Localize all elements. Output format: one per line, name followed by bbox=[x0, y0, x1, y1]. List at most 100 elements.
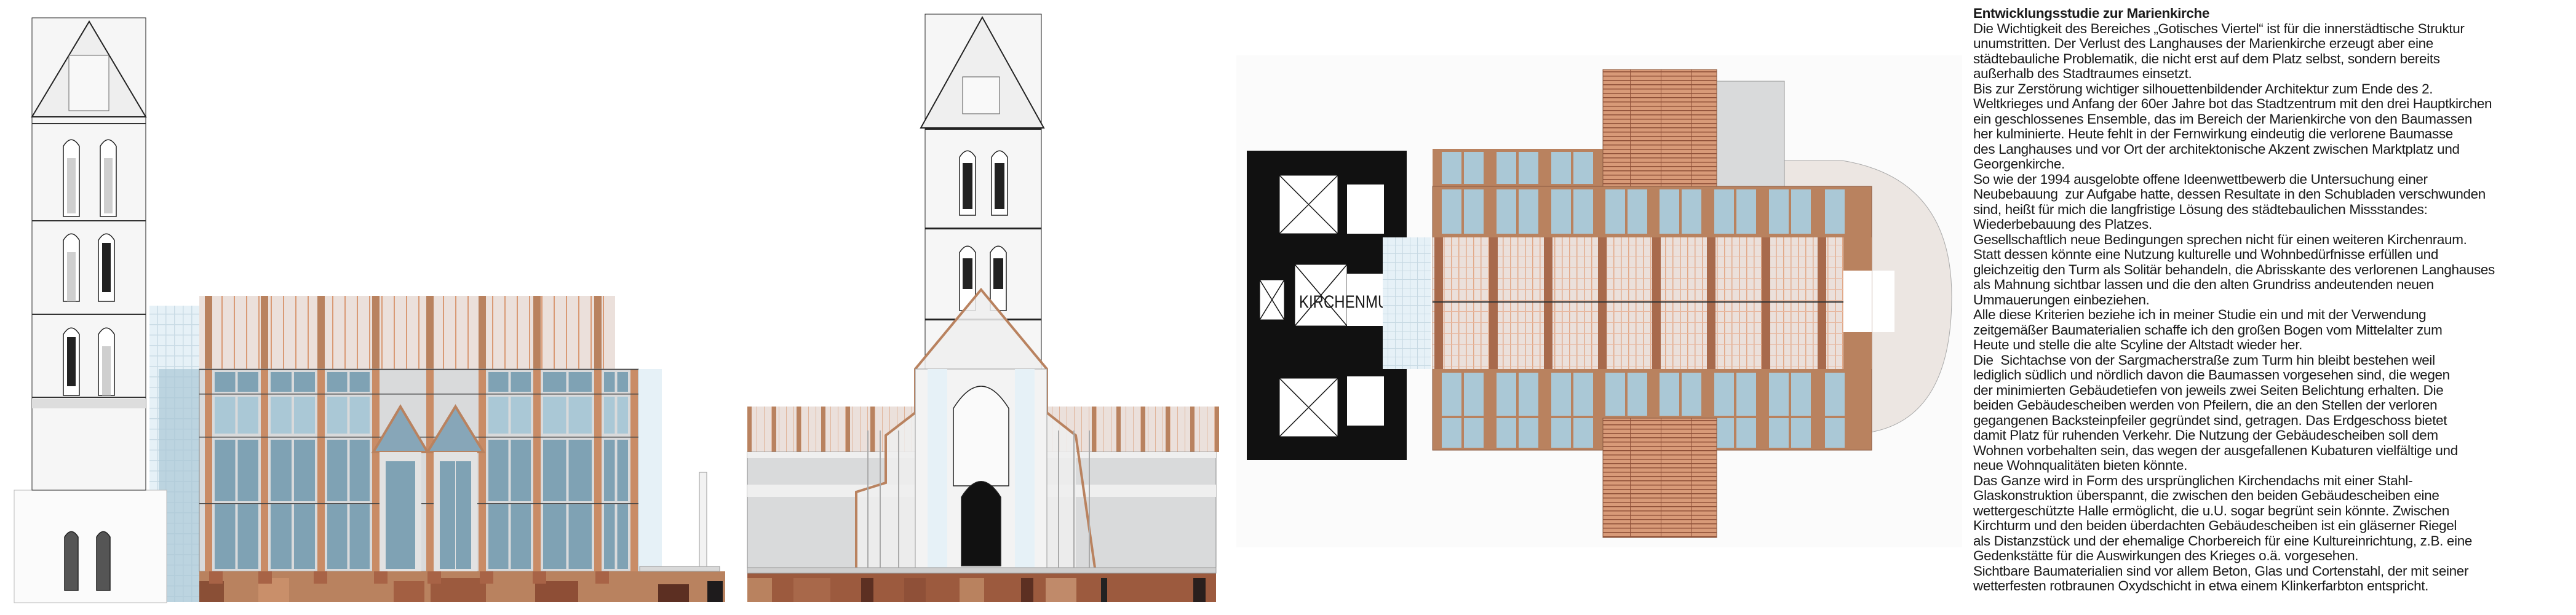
window-pane bbox=[237, 440, 258, 501]
roof-rib bbox=[554, 296, 555, 369]
roof-rib bbox=[234, 296, 235, 369]
window-pane bbox=[1628, 189, 1647, 234]
roof-pier bbox=[317, 296, 325, 369]
transept-line bbox=[1630, 69, 1631, 186]
plinth-block bbox=[535, 581, 578, 602]
roof-pier bbox=[1116, 407, 1121, 452]
window-pane bbox=[543, 397, 566, 434]
paragraph-line: städtebauliche Problematik, die nicht er… bbox=[1973, 50, 2440, 66]
transept-line bbox=[1603, 149, 1717, 150]
nave-rib bbox=[1510, 237, 1511, 369]
nave-rib bbox=[1776, 237, 1777, 369]
entrance-glass bbox=[400, 461, 415, 569]
tower-window-opening bbox=[995, 163, 1004, 209]
roof-pier bbox=[797, 407, 801, 452]
roof-rib bbox=[882, 407, 883, 452]
pier-footing bbox=[209, 571, 223, 584]
window-pane bbox=[543, 372, 566, 392]
window-pane bbox=[215, 397, 236, 434]
roof-rib bbox=[1103, 407, 1104, 452]
window-pane bbox=[1551, 373, 1571, 416]
transept-line bbox=[1691, 418, 1692, 538]
plinth-block bbox=[707, 581, 723, 602]
window-pane bbox=[1605, 373, 1625, 416]
transept-line bbox=[1603, 89, 1717, 90]
window-pane bbox=[1464, 152, 1484, 184]
window-pane bbox=[1660, 373, 1679, 416]
nave-rib bbox=[1433, 333, 1843, 334]
pier-footing bbox=[480, 571, 493, 584]
window-pane bbox=[1497, 418, 1516, 448]
paragraph-line: Kirchturm und den beiden überdachten Geb… bbox=[1973, 518, 2457, 533]
paragraph-line: gleichzeitig den Turm als Solitär behand… bbox=[1973, 261, 2495, 277]
transept-line bbox=[1603, 506, 1717, 507]
nave-rib bbox=[1591, 237, 1592, 369]
tower-cornice bbox=[32, 397, 146, 398]
roof-rib bbox=[344, 296, 346, 369]
window-pane bbox=[294, 372, 315, 392]
paragraph-line: als Distanzstück und der ehemalige Chorb… bbox=[1973, 533, 2473, 549]
tower-window-opening bbox=[102, 346, 111, 395]
nave-rib bbox=[1798, 237, 1799, 369]
plinth-block bbox=[658, 584, 689, 602]
nave-pier bbox=[1434, 237, 1443, 369]
roof-rib bbox=[1214, 407, 1215, 452]
window-pane bbox=[1791, 189, 1811, 234]
paragraph-line: Georgenkirche. bbox=[1973, 156, 2065, 172]
window-pane bbox=[1605, 189, 1625, 234]
transept-line bbox=[1603, 463, 1717, 464]
window-pane bbox=[1497, 152, 1516, 184]
roof-rib bbox=[764, 407, 765, 452]
facade-pier bbox=[205, 369, 212, 571]
roof-rib bbox=[258, 296, 260, 369]
paragraph-line: Gesellschaftlich neue Bedingungen sprech… bbox=[1973, 231, 2467, 247]
nave-rib bbox=[1613, 237, 1615, 369]
nave-rib bbox=[1680, 237, 1681, 369]
window-pane bbox=[1573, 373, 1593, 416]
tower-room bbox=[1347, 376, 1384, 426]
nave-rib bbox=[1554, 237, 1556, 369]
nave-pier bbox=[1652, 237, 1661, 369]
nave-rib bbox=[1433, 344, 1843, 345]
roof-rib bbox=[308, 296, 309, 369]
facade-pier bbox=[426, 369, 434, 571]
canopy bbox=[639, 566, 720, 572]
paragraph-line: der minimierten Gebäudetiefen von jeweil… bbox=[1973, 382, 2444, 398]
plinth-block bbox=[960, 578, 984, 602]
transept-line bbox=[1603, 510, 1717, 512]
transept-line bbox=[1603, 420, 1717, 421]
window-pane bbox=[488, 372, 509, 392]
nave-pier bbox=[1598, 237, 1607, 369]
roof-rib bbox=[860, 407, 861, 452]
transept-line bbox=[1603, 80, 1717, 81]
plinth-block bbox=[199, 581, 224, 602]
window-pane bbox=[543, 504, 566, 569]
transept-line bbox=[1603, 145, 1717, 146]
glass-mullion bbox=[1383, 296, 1431, 297]
roof-rib bbox=[406, 296, 407, 369]
plinth-block bbox=[1021, 578, 1033, 602]
nave-rib bbox=[1473, 237, 1474, 369]
transept-line bbox=[1603, 97, 1717, 98]
plinth-block bbox=[861, 578, 873, 602]
window-pane bbox=[488, 504, 509, 569]
transept-line bbox=[1603, 76, 1717, 77]
mast bbox=[699, 472, 707, 572]
window-pane bbox=[349, 397, 370, 434]
transept-line bbox=[1603, 480, 1717, 482]
transept-line bbox=[1603, 467, 1717, 469]
nave-rib bbox=[1481, 237, 1482, 369]
facade-pier bbox=[594, 369, 602, 571]
hall-strut bbox=[1058, 430, 1059, 568]
roof-rib bbox=[1140, 407, 1141, 452]
window-pane bbox=[604, 397, 615, 434]
nave-rib bbox=[1835, 237, 1836, 369]
paragraph-line: außerhalb des Stadtraumes einsetzt. bbox=[1973, 66, 2192, 81]
window-pane bbox=[1442, 189, 1461, 234]
window-pane bbox=[1519, 189, 1538, 234]
window-pane bbox=[215, 372, 236, 392]
window-pane bbox=[511, 440, 531, 501]
window-pane bbox=[604, 504, 615, 569]
vault-rib bbox=[1259, 279, 1285, 320]
